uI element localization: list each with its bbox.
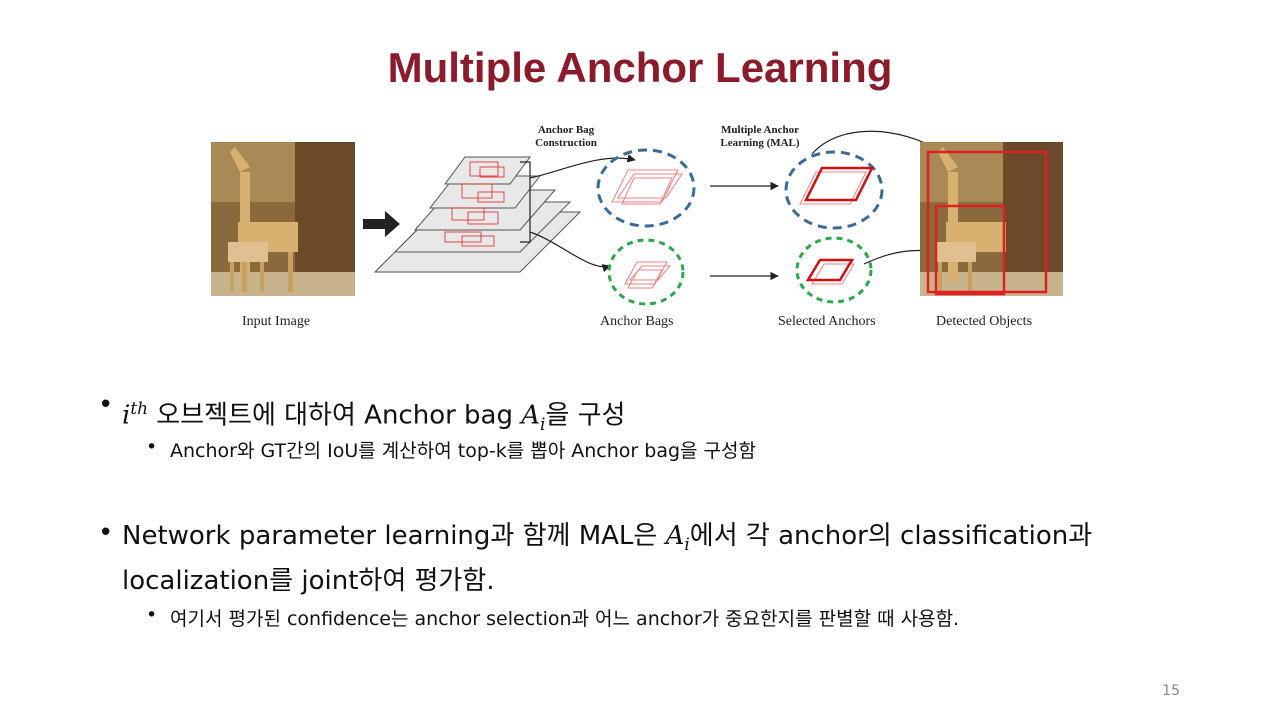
caption-anchor-bags: Anchor Bags xyxy=(600,314,674,329)
bullet-dot: • xyxy=(146,604,158,626)
math-symbol: A xyxy=(521,400,541,431)
mal-figure: Anchor Bag Construction Multiple Anchor … xyxy=(200,112,1080,342)
bullet-dot: • xyxy=(146,436,158,458)
page-number: 15 xyxy=(1162,683,1180,699)
mal-label: Multiple Anchor Learning (MAL) xyxy=(720,124,800,149)
blue-bag-anchors xyxy=(611,169,683,205)
bullet-2-text: Network parameter learning과 함께 MAL은 Ai에서… xyxy=(122,518,1092,600)
forward-arrow-icon xyxy=(363,211,400,237)
bullet-2-line2: localization를 joint하여 평가함. xyxy=(122,566,495,597)
anchor-bag-construction-label: Anchor Bag Construction xyxy=(535,124,597,149)
caption-selected-anchors: Selected Anchors xyxy=(778,314,876,329)
input-image xyxy=(211,142,355,296)
blue-selected-bag xyxy=(784,150,884,230)
detected-image xyxy=(920,142,1063,296)
bullet-dot: • xyxy=(98,390,114,420)
math-subscript: i xyxy=(684,534,690,555)
math-subscript: i xyxy=(540,413,546,434)
green-bag-anchors xyxy=(624,261,672,289)
feature-pyramid xyxy=(373,156,582,273)
blue-anchor-bag xyxy=(596,148,696,228)
math-symbol: A xyxy=(665,521,685,551)
math-superscript: th xyxy=(130,398,148,418)
bullet-2-part1: Network parameter learning과 함께 MAL은 xyxy=(122,521,666,551)
bullet-dot: • xyxy=(98,518,114,548)
bullet-1-text: ith 오브젝트에 대하여 Anchor bag Ai을 구성 xyxy=(122,390,625,443)
bullet-2-part2: 에서 각 anchor의 classification과 xyxy=(689,521,1093,551)
pyramid-anchors xyxy=(444,161,505,247)
math-symbol: i xyxy=(122,400,131,431)
sub-bullet-1-text: Anchor와 GT간의 IoU를 계산하여 top-k를 뽑아 Anchor … xyxy=(170,440,756,462)
green-selected-bag xyxy=(795,236,873,304)
green-anchor-bag xyxy=(607,238,685,306)
caption-detected-objects: Detected Objects xyxy=(936,314,1033,329)
mal-diagram xyxy=(211,130,1063,306)
caption-input-image: Input Image xyxy=(242,314,311,329)
slide-title: Multiple Anchor Learning xyxy=(387,44,893,91)
sub-bullet-2-text: 여기서 평가된 confidence는 anchor selection과 어느… xyxy=(170,608,960,630)
blue-selected-anchors xyxy=(799,166,875,205)
green-selected-anchors xyxy=(805,258,855,285)
bullet-1-part1: 오브젝트에 대하여 Anchor bag xyxy=(148,400,522,431)
bullet-1-part2: 을 구성 xyxy=(545,400,626,431)
